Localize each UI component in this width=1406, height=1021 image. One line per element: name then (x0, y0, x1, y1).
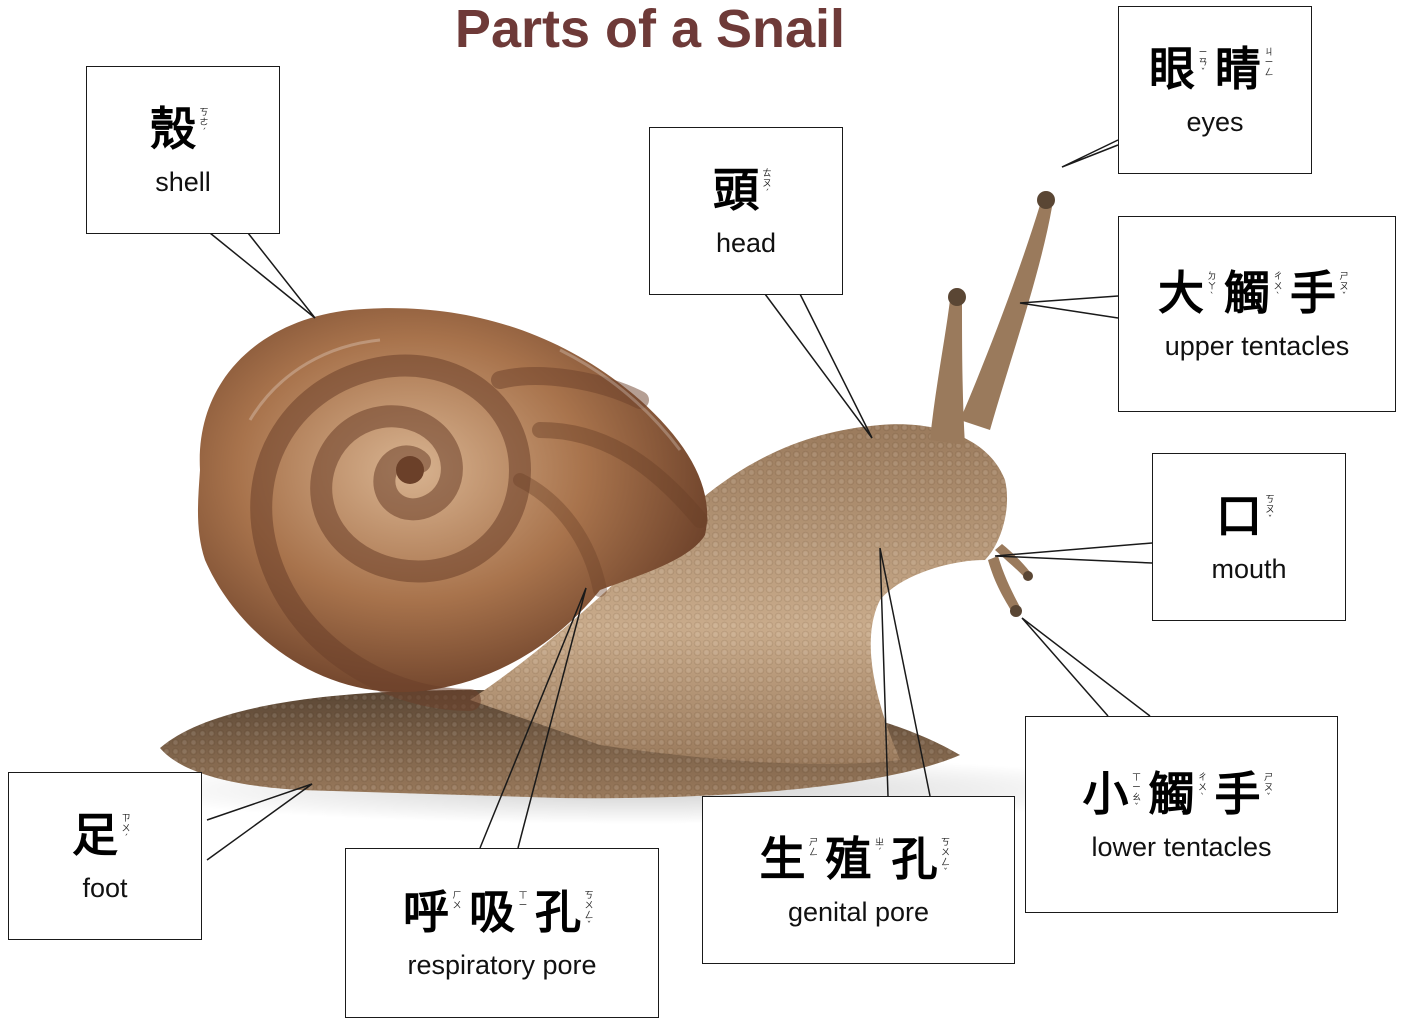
label-eyes-chinese: 眼ㄧㄢˇ 睛ㄐㄧㄥ (1149, 42, 1281, 96)
zhuyin: ㄎㄨㄥˇ (940, 838, 952, 878)
label-lower-tentacles-chinese: 小ㄒㄧㄠˇ 觸ㄔㄨˋ 手ㄕㄡˇ (1083, 767, 1281, 821)
hanzi: 殼 (150, 102, 196, 156)
label-genital-pore-chinese: 生ㄕㄥ 殖ㄓˊ 孔ㄎㄨㄥˇ (760, 832, 958, 886)
zhuyin: ㄧㄢˇ (1197, 48, 1209, 78)
hanzi: 吸 (469, 885, 515, 939)
label-genital-pore-english: genital pore (788, 896, 929, 928)
label-eyes-english: eyes (1186, 106, 1243, 138)
zhuyin: ㄕㄡˇ (1338, 272, 1350, 302)
zhuyin: ㄐㄧㄥ (1263, 48, 1275, 78)
zhuyin: ㄔㄨˋ (1197, 773, 1209, 803)
label-head-english: head (716, 227, 776, 259)
upper-tentacles-drawing (930, 191, 1055, 445)
hanzi: 手 (1215, 767, 1261, 821)
hanzi: 頭 (713, 163, 759, 217)
hanzi: 孔 (892, 832, 938, 886)
label-respiratory-pore-chinese: 呼ㄏㄨ 吸ㄒㄧ 孔ㄎㄨㄥˇ (403, 885, 601, 939)
label-head-chinese: 頭ㄊㄡˊ (713, 163, 779, 217)
zhuyin: ㄎㄡˇ (1264, 495, 1276, 525)
zhuyin: ㄕㄥ (808, 838, 820, 858)
zhuyin: ㄊㄡˊ (761, 169, 773, 199)
hanzi: 呼 (403, 885, 449, 939)
label-foot-chinese: 足ㄗㄨˊ (72, 808, 138, 862)
zhuyin: ㄒㄧ (517, 891, 529, 911)
hanzi: 眼 (1149, 42, 1195, 96)
label-shell: 殼ㄎㄜˊ shell (86, 66, 280, 234)
label-foot: 足ㄗㄨˊ foot (8, 772, 202, 940)
label-foot-english: foot (82, 872, 127, 904)
label-upper-tentacles: 大ㄉㄚˋ 觸ㄔㄨˋ 手ㄕㄡˇ upper tentacles (1118, 216, 1396, 412)
label-eyes: 眼ㄧㄢˇ 睛ㄐㄧㄥ eyes (1118, 6, 1312, 174)
zhuyin: ㄗㄨˊ (120, 814, 132, 844)
zhuyin: ㄓˊ (874, 838, 886, 858)
hanzi: 口 (1216, 489, 1262, 543)
label-shell-english: shell (155, 166, 211, 198)
label-mouth-chinese: 口ㄎㄡˇ (1216, 489, 1282, 543)
hanzi: 觸 (1224, 266, 1270, 320)
hanzi: 孔 (535, 885, 581, 939)
label-head: 頭ㄊㄡˊ head (649, 127, 843, 295)
hanzi: 觸 (1149, 767, 1195, 821)
zhuyin: ㄉㄚˋ (1206, 272, 1218, 302)
zhuyin: ㄏㄨ (451, 891, 463, 911)
label-mouth: 口ㄎㄡˇ mouth (1152, 453, 1346, 621)
label-lower-tentacles: 小ㄒㄧㄠˇ 觸ㄔㄨˋ 手ㄕㄡˇ lower tentacles (1025, 716, 1338, 913)
zhuyin: ㄒㄧㄠˇ (1131, 773, 1143, 813)
zhuyin: ㄕㄡˇ (1263, 773, 1275, 803)
label-shell-chinese: 殼ㄎㄜˊ (150, 102, 216, 156)
hanzi: 手 (1290, 266, 1336, 320)
label-lower-tentacles-english: lower tentacles (1091, 831, 1271, 863)
label-respiratory-pore-english: respiratory pore (407, 949, 596, 981)
hanzi: 小 (1083, 767, 1129, 821)
hanzi: 睛 (1215, 42, 1261, 96)
hanzi: 殖 (826, 832, 872, 886)
label-upper-tentacles-chinese: 大ㄉㄚˋ 觸ㄔㄨˋ 手ㄕㄡˇ (1158, 266, 1356, 320)
label-upper-tentacles-english: upper tentacles (1165, 330, 1350, 362)
hanzi: 大 (1158, 266, 1204, 320)
hanzi: 足 (72, 808, 118, 862)
hanzi: 生 (760, 832, 806, 886)
label-respiratory-pore: 呼ㄏㄨ 吸ㄒㄧ 孔ㄎㄨㄥˇ respiratory pore (345, 848, 659, 1018)
zhuyin: ㄎㄨㄥˇ (583, 891, 595, 931)
zhuyin: ㄎㄜˊ (198, 108, 210, 138)
label-mouth-english: mouth (1211, 553, 1286, 585)
label-genital-pore: 生ㄕㄥ 殖ㄓˊ 孔ㄎㄨㄥˇ genital pore (702, 796, 1015, 964)
zhuyin: ㄔㄨˋ (1272, 272, 1284, 302)
